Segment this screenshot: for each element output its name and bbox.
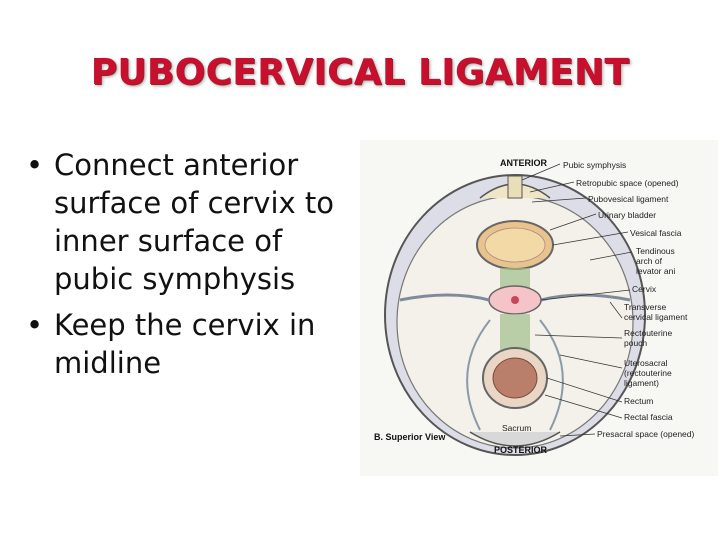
superior-view-label: B. Superior View [374, 432, 446, 442]
label-rectum: Rectum [624, 396, 653, 406]
label-pubovesical-ligament: Pubovesical ligament [588, 194, 669, 204]
label-rectouterine: Rectouterine [624, 328, 672, 338]
pelvic-diagram: ANTERIOR Pubic symphysis Retropubic spac… [374, 158, 695, 456]
bullet-dot-icon: • [26, 308, 44, 342]
label-ligament-paren: ligament) [624, 378, 659, 388]
transverse-ligament-left [399, 293, 490, 302]
label-arch-of: arch of [636, 256, 663, 266]
sacrum [469, 431, 561, 447]
bladder-lumen [484, 227, 546, 263]
label-transverse: Transverse [624, 302, 666, 312]
rectouterine-band [500, 314, 530, 350]
uterosacral-left [466, 319, 491, 431]
label-vesical-fascia: Vesical fascia [630, 228, 682, 238]
bullet-item: • Connect anterior surface of cervix to … [26, 146, 366, 298]
bullet-dot-icon: • [26, 148, 44, 182]
label-rectouterine-paren: (rectouterine [624, 368, 672, 378]
cervical-os [511, 296, 519, 304]
label-cervical-ligament: cervical ligament [624, 312, 688, 322]
leader-lines [521, 163, 633, 437]
slide-title: PUBOCERVICAL LIGAMENT [90, 52, 630, 93]
pelvic-anatomy-figure: ANTERIOR Pubic symphysis Retropubic spac… [360, 140, 718, 476]
bullet-text: Keep the cervix in midline [54, 308, 316, 380]
rectal-lumen [492, 357, 538, 399]
bullet-text: Connect anterior surface of cervix to in… [54, 148, 334, 296]
posterior-label: POSTERIOR [494, 445, 548, 455]
label-uterosacral: Uterosacral [624, 358, 668, 368]
bullet-list: • Connect anterior surface of cervix to … [26, 146, 366, 390]
label-retropubic-space: Retropubic space (opened) [576, 178, 679, 188]
bullet-item: • Keep the cervix in midline [26, 306, 366, 382]
label-sacrum: Sacrum [502, 423, 531, 433]
label-pouch: pouch [624, 338, 647, 348]
label-levator-ani: levator ani [636, 266, 675, 276]
pubic-bone [507, 175, 523, 199]
label-pubic-symphysis: Pubic symphysis [563, 160, 626, 170]
uterosacral-right [539, 319, 564, 431]
label-presacral-space: Presacral space (opened) [597, 429, 695, 439]
label-urinary-bladder: Urinary bladder [598, 210, 656, 220]
label-cervix: Cervix [632, 284, 657, 294]
anterior-label: ANTERIOR [500, 158, 548, 168]
label-tendinous: Tendinous [636, 246, 675, 256]
label-rectal-fascia: Rectal fascia [624, 412, 673, 422]
